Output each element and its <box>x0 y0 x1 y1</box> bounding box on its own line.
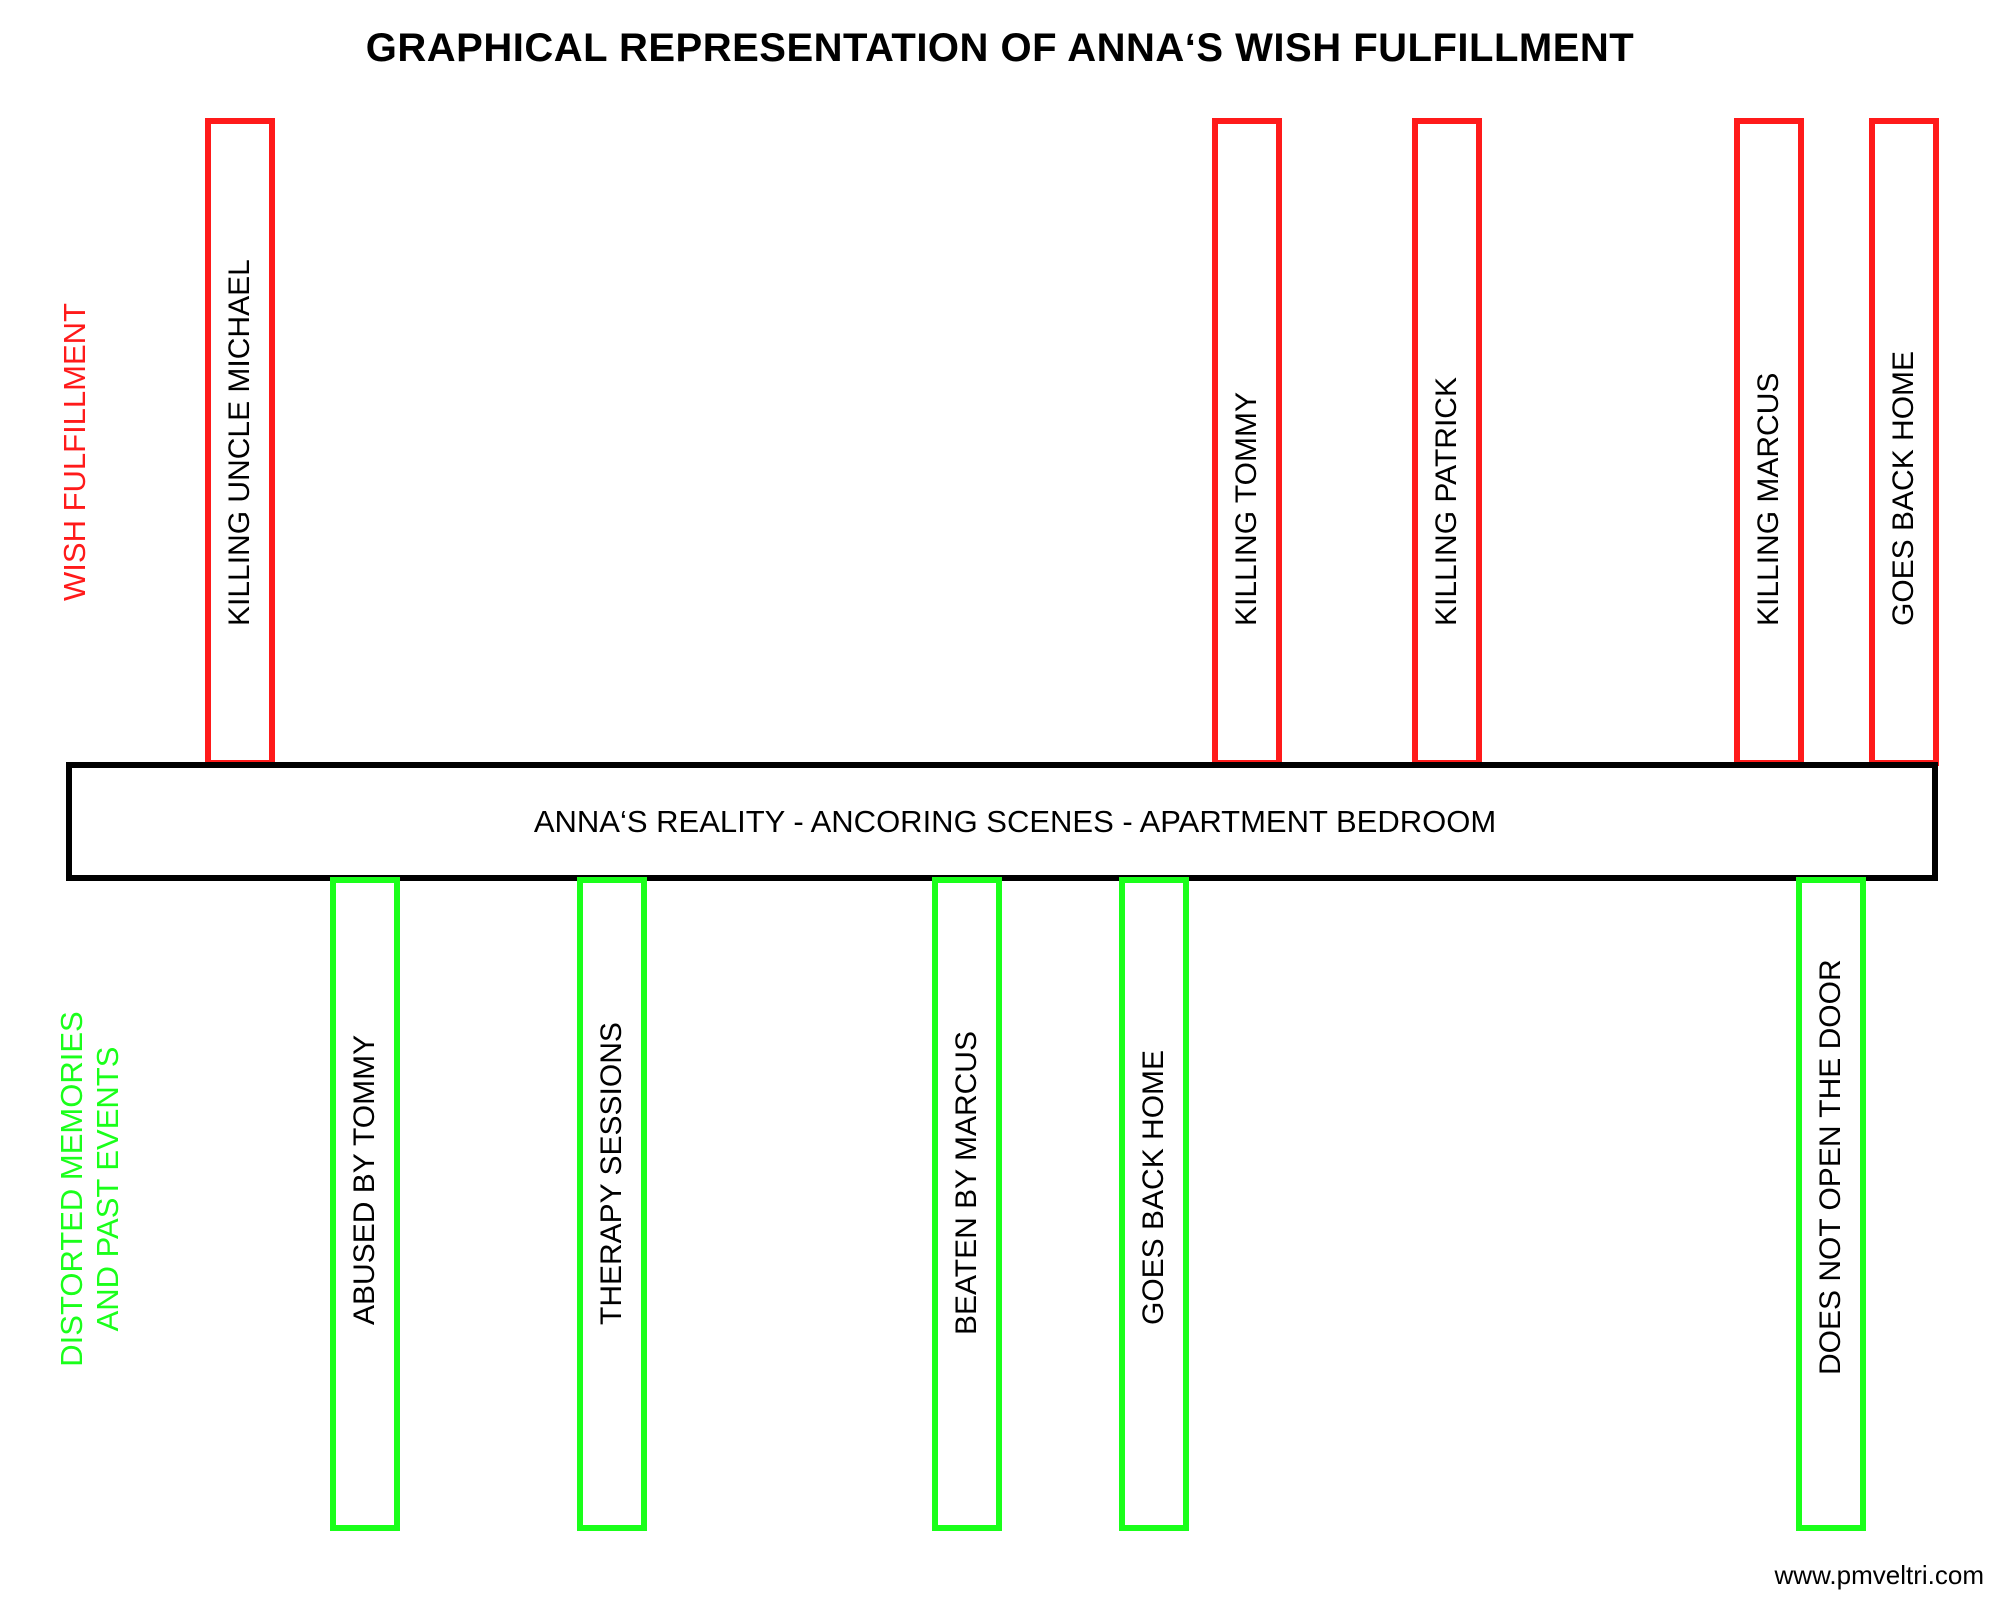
diagram-title: GRAPHICAL REPRESENTATION OF ANNA‘S WISH … <box>365 26 1635 70</box>
memory-bar-label: BEATEN BY MARCUS <box>950 1031 983 1335</box>
reality-label: ANNA‘S REALITY - ANCORING SCENES - APART… <box>533 803 1497 839</box>
wish-bar-label: KILLING TOMMY <box>1230 392 1263 626</box>
wish-bar-label: KILLING UNCLE MICHAEL <box>223 259 256 626</box>
wish-bar: KILLING TOMMY <box>1212 118 1282 766</box>
wish-fulfillment-label-text: WISH FULFILLMENT <box>57 303 92 601</box>
reality-box: ANNA‘S REALITY - ANCORING SCENES - APART… <box>66 762 1938 881</box>
memory-bar-label: ABUSED BY TOMMY <box>348 1034 381 1325</box>
wish-bar: KILLING PATRICK <box>1412 118 1482 766</box>
memory-bar: ABUSED BY TOMMY <box>330 877 400 1531</box>
distorted-memories-label-line2: AND PAST EVENTS <box>90 1046 125 1332</box>
distorted-memories-label-line1: DISTORTED MEMORIES <box>54 1011 89 1367</box>
memory-bar: BEATEN BY MARCUS <box>932 877 1002 1531</box>
wish-bar: KILLING UNCLE MICHAEL <box>205 118 275 766</box>
memory-bar-label: GOES BACK HOME <box>1137 1049 1170 1325</box>
wish-bar: GOES BACK HOME <box>1869 118 1939 766</box>
wish-bar-label: KILLING PATRICK <box>1430 377 1463 626</box>
wish-bar-label: KILLING MARCUS <box>1752 372 1785 626</box>
memory-bar-label: THERAPY SESSIONS <box>595 1022 628 1325</box>
wish-bar-label: GOES BACK HOME <box>1887 350 1920 626</box>
memory-bar: GOES BACK HOME <box>1119 877 1189 1531</box>
memory-bar-label: DOES NOT OPEN THE DOOR <box>1814 959 1847 1375</box>
website-credit: www.pmveltri.com <box>1774 1560 1984 1590</box>
wish-bar: KILLING MARCUS <box>1734 118 1804 766</box>
memory-bar: DOES NOT OPEN THE DOOR <box>1796 877 1866 1531</box>
memory-bar: THERAPY SESSIONS <box>577 877 647 1531</box>
